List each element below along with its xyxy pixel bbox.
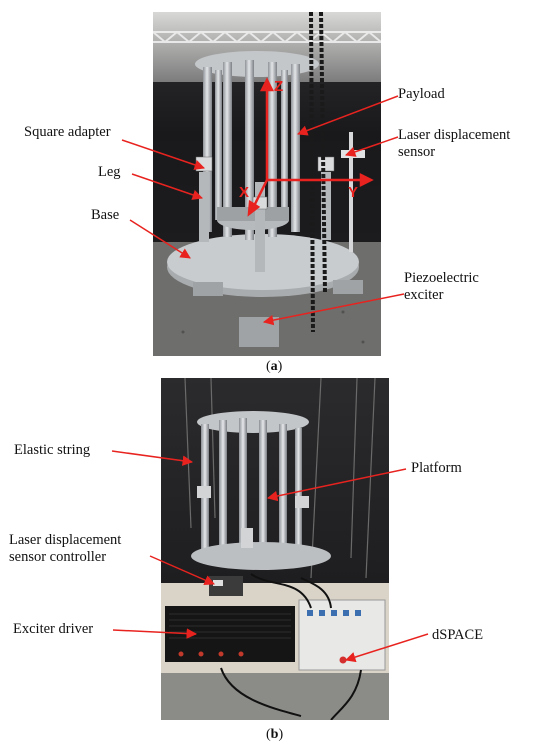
axis-z-label: Z [274, 78, 284, 95]
label-platform: Platform [411, 460, 462, 476]
label-payload: Payload [398, 86, 445, 102]
axis-y-label: Y [348, 184, 359, 201]
label-piezo-exciter: Piezoelectric exciter [404, 270, 479, 303]
photo-b [161, 378, 389, 720]
label-dspace: dSPACE [432, 627, 484, 643]
label-square-adapter: Square adapter [24, 124, 111, 140]
label-leg: Leg [98, 164, 121, 180]
photo-a: Z X Y [153, 12, 381, 356]
caption-b: (b) [266, 727, 284, 742]
label-laser-sensor: Laser displacement sensor [398, 127, 511, 160]
label-elastic-string: Elastic string [14, 442, 91, 458]
photo-a-illustration [153, 12, 381, 356]
label-base: Base [91, 207, 120, 223]
label-laser-controller: Laser displacement sensor controller [9, 532, 122, 565]
caption-a: (a) [266, 359, 283, 374]
photo-b-illustration [161, 378, 389, 720]
label-exciter-driver: Exciter driver [13, 621, 94, 637]
axis-x-label: X [239, 184, 250, 201]
